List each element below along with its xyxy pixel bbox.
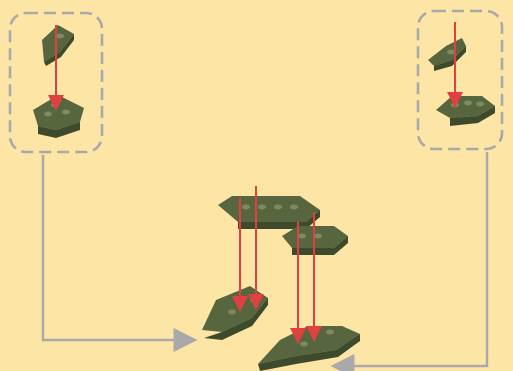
right-callout-box — [418, 11, 502, 149]
main-bottom-left-piece — [202, 286, 268, 340]
right-connector-arrow — [340, 152, 487, 366]
right-callout-top-piece — [428, 38, 466, 71]
right-callout-bottom-piece — [436, 96, 495, 126]
main-bottom-right-piece — [258, 326, 360, 371]
left-connector-arrow — [43, 155, 188, 340]
main-top-long-plate — [218, 196, 320, 229]
left-callout-bottom-piece — [33, 95, 84, 138]
left-callout-top-piece — [42, 25, 74, 66]
